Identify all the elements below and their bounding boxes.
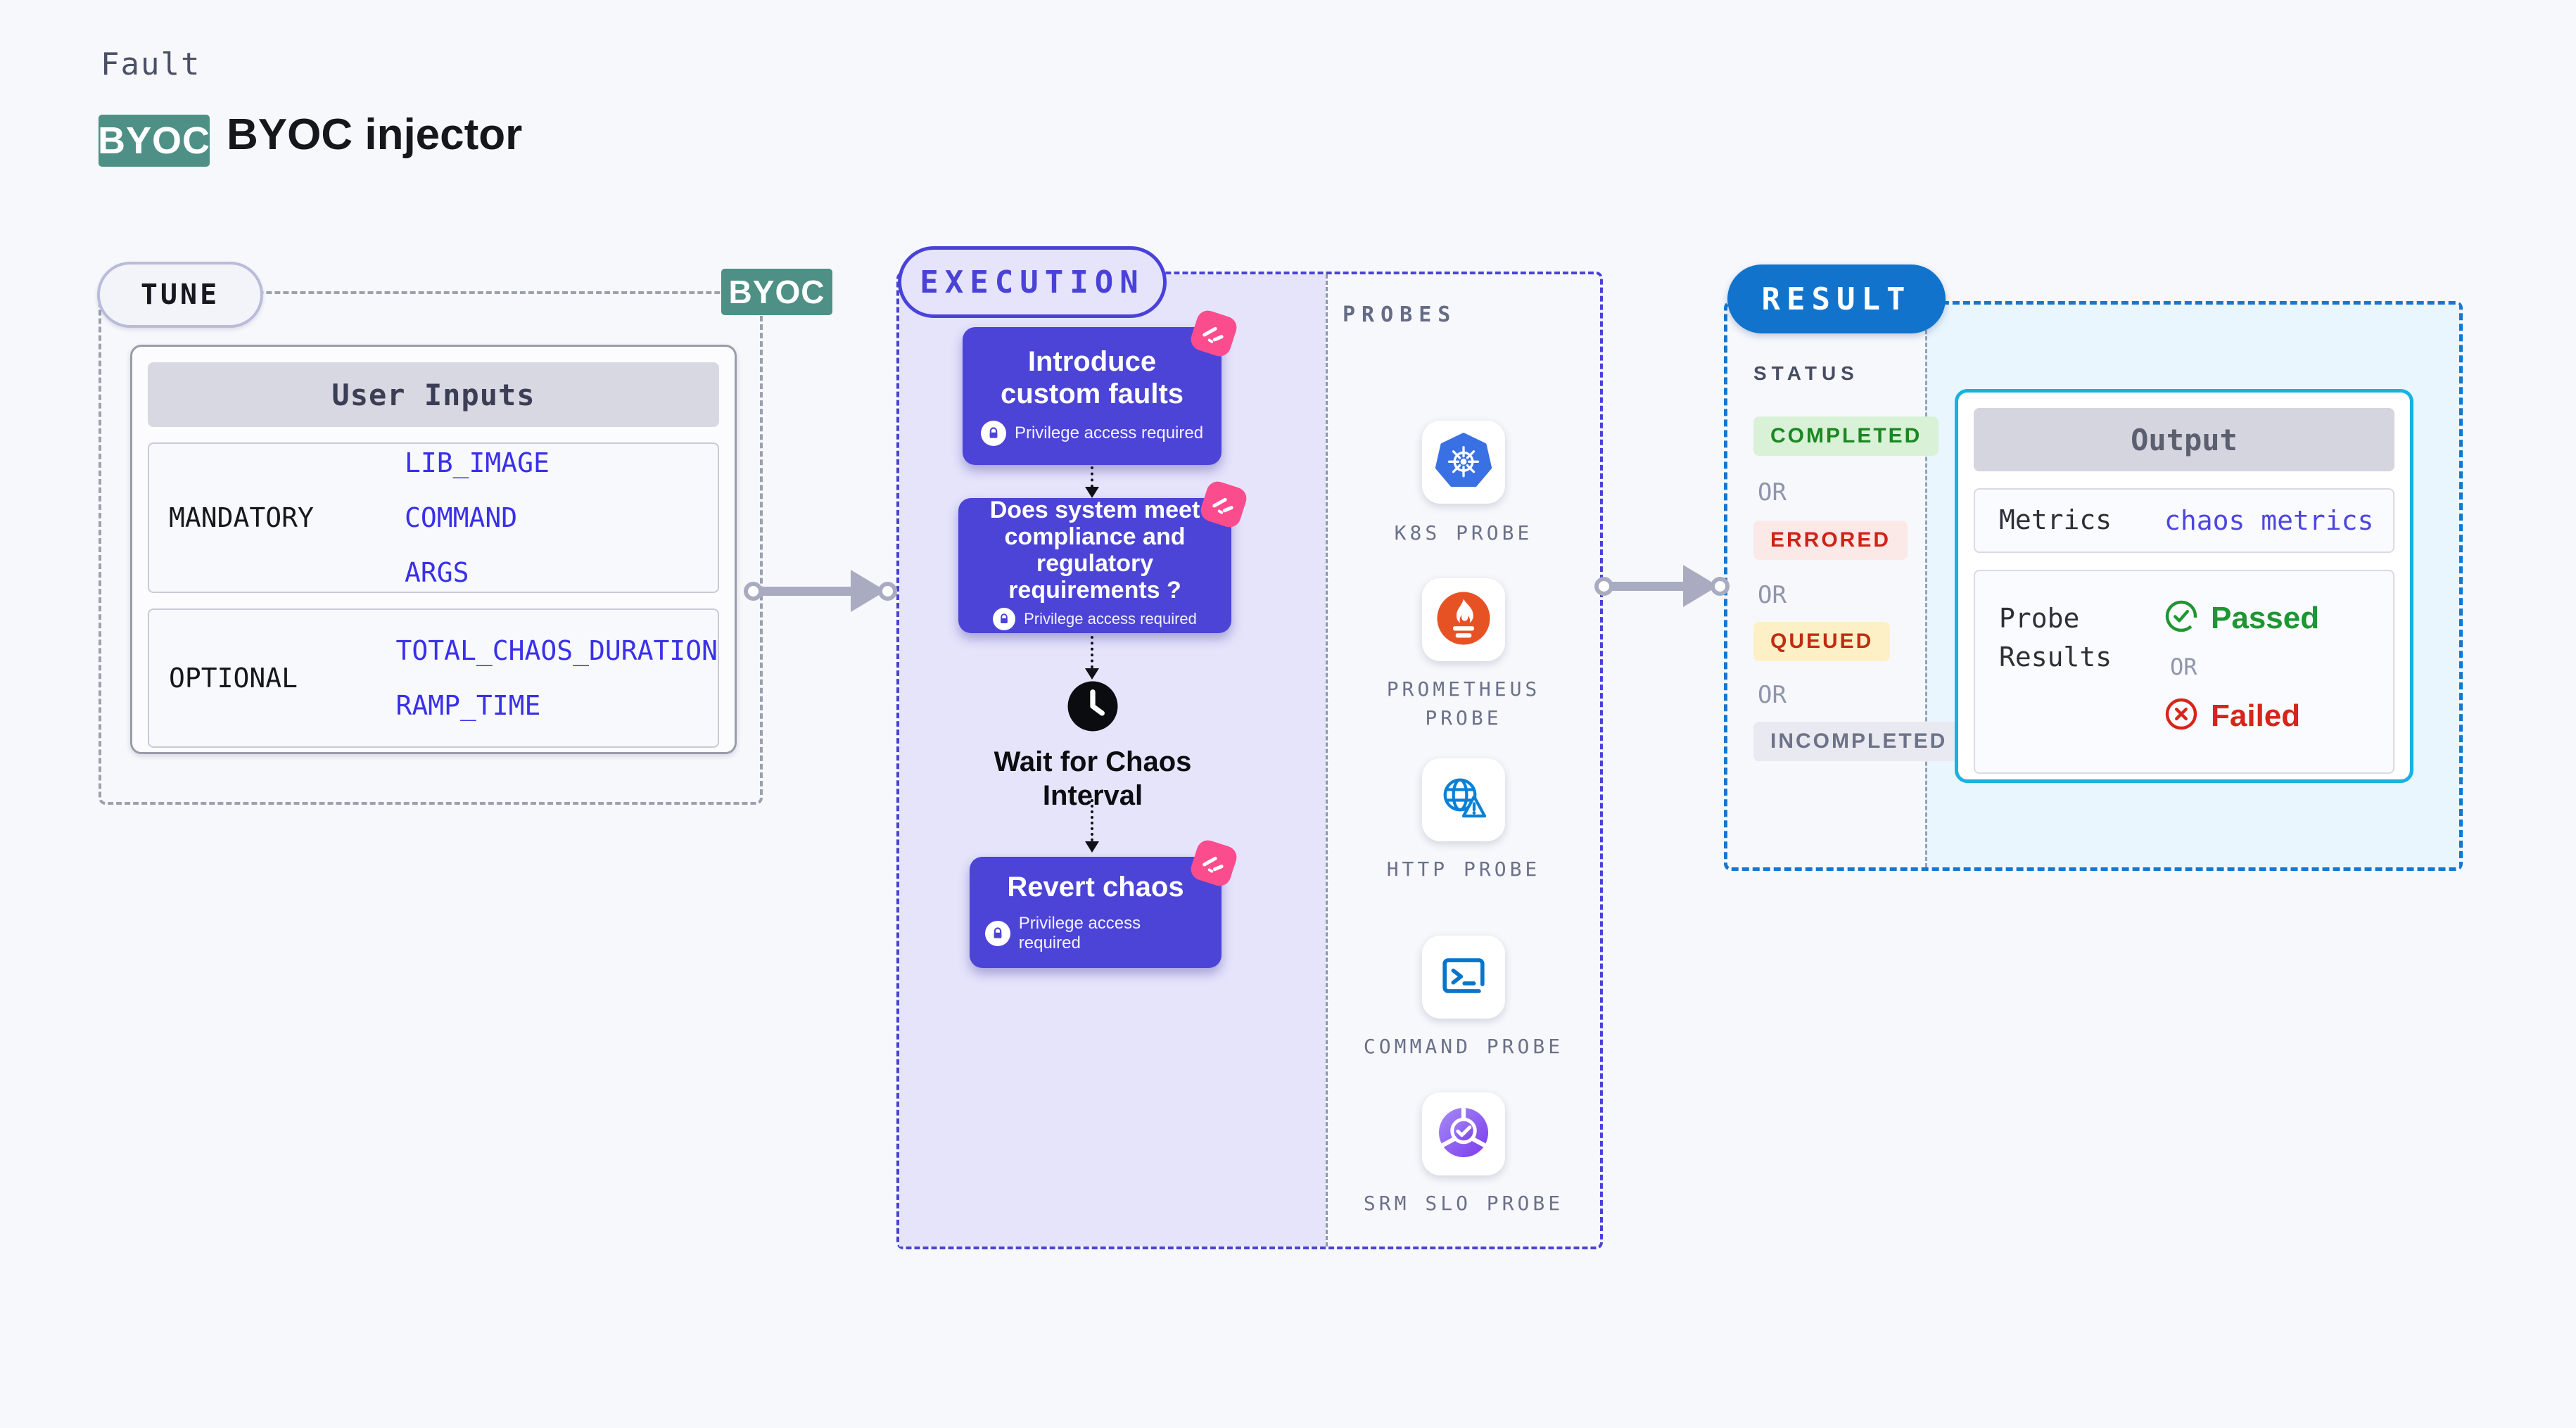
chaos-spark-icon [1188, 307, 1240, 359]
mandatory-values: LIB_IMAGE COMMAND ARGS [405, 447, 550, 588]
metrics-label: Metrics [1999, 504, 2112, 536]
step-title: Does system meet compliance and regulato… [989, 496, 1200, 604]
execution-probes-divider [1326, 274, 1328, 1247]
globe-alert-icon [1435, 770, 1492, 830]
step-title: Revert chaos [1007, 872, 1184, 903]
probe-label-k8s: K8S PROBE [1394, 521, 1533, 544]
arrow-start-node [744, 582, 763, 601]
probe-card-srm-slo [1422, 1092, 1505, 1175]
byoc-header-badge: BYOC [98, 115, 210, 167]
or-separator: OR [1758, 478, 1787, 506]
step-connector-arrowhead [1085, 487, 1099, 498]
probe-label-prometheus: PROMETHEUS PROBE [1386, 677, 1541, 729]
step-compliance-check: Does system meet compliance and regulato… [958, 478, 1250, 633]
execution-to-result-arrow [1594, 563, 1730, 608]
lock-icon [993, 608, 1016, 631]
privilege-text: Privilege access required [1014, 423, 1204, 442]
privilege-text: Privilege access required [1018, 913, 1141, 952]
step-connector-arrowhead [1085, 841, 1099, 853]
optional-row: OPTIONAL TOTAL_CHAOS_DURATION RAMP_TIME [148, 608, 719, 748]
or-separator: OR [1758, 681, 1787, 709]
fault-kicker: Fault [101, 46, 201, 82]
optional-label: OPTIONAL [169, 663, 298, 694]
probe-label-command: COMMAND PROBE [1363, 1035, 1564, 1058]
tune-dashed-container [99, 291, 763, 805]
probe-label-srm-slo: SRM SLO PROBE [1363, 1192, 1564, 1215]
status-badge-completed: COMPLETED [1753, 416, 1939, 456]
optional-values: TOTAL_CHAOS_DURATION RAMP_TIME [395, 635, 718, 721]
tune-to-execution-arrow [744, 568, 897, 613]
kubernetes-icon [1435, 432, 1492, 493]
arrow-end-node [878, 582, 897, 601]
step-introduce-custom-faults: Introduce custom faults Privilege access… [963, 307, 1240, 465]
wait-step-label: Wait for Chaos Interval [994, 746, 1192, 811]
passed-text: Passed [2211, 600, 2320, 635]
lock-icon [985, 920, 1010, 946]
output-title: Output [1974, 408, 2394, 471]
metrics-value: chaos metrics [2164, 505, 2374, 536]
privilege-note: Privilege access required [985, 914, 1206, 953]
arrow-start-node [1594, 577, 1613, 596]
arrow-shaft [1603, 582, 1704, 591]
probe-results-label: Probe Results [1999, 603, 2112, 673]
terminal-icon [1436, 948, 1491, 1007]
privilege-note: Privilege access required [993, 608, 1197, 631]
arrow-shaft [752, 587, 872, 596]
step-wait-for-chaos-interval: Wait for Chaos Interval [971, 680, 1214, 812]
probes-section-label: PROBES [1343, 302, 1457, 327]
user-inputs-title: User Inputs [148, 362, 719, 427]
step-connector-arrowhead [1085, 668, 1099, 680]
env-var: ARGS [405, 557, 469, 588]
chaos-spark-icon [1188, 837, 1240, 889]
mandatory-row: MANDATORY LIB_IMAGE COMMAND ARGS [148, 442, 719, 593]
env-var: TOTAL_CHAOS_DURATION [395, 635, 718, 666]
prometheus-icon [1435, 590, 1492, 650]
step-title: Introduce custom faults [1000, 346, 1184, 409]
passed-line: Passed [2164, 599, 2319, 637]
chaos-spark-icon [1198, 478, 1250, 530]
or-separator: OR [2170, 654, 2197, 680]
step-connector [1091, 466, 1093, 487]
status-badge-errored: ERRORED [1753, 521, 1908, 560]
result-divider [1925, 305, 1927, 867]
probe-card-http [1422, 758, 1505, 841]
clock-icon [1066, 680, 1119, 737]
output-card: Output Metrics chaos metrics Probe Resul… [1955, 389, 2413, 783]
probe-results-row: Probe Results Passed OR Failed [1974, 570, 2394, 774]
user-inputs-card: User Inputs MANDATORY LIB_IMAGE COMMAND … [130, 345, 737, 754]
arrow-end-node [1711, 577, 1730, 596]
status-section-label: STATUS [1753, 362, 1859, 384]
env-var: COMMAND [405, 502, 518, 533]
result-stage-pill: RESULT [1727, 264, 1946, 333]
check-circle-icon [2164, 599, 2198, 637]
metrics-row: Metrics chaos metrics [1974, 488, 2394, 553]
probe-card-prometheus [1422, 578, 1505, 661]
probe-label-http: HTTP PROBE [1386, 858, 1541, 881]
step-connector [1091, 636, 1093, 668]
status-badge-incompleted: INCOMPLETED [1753, 722, 1965, 761]
status-badge-queued: QUEUED [1753, 622, 1891, 661]
slo-check-icon [1435, 1104, 1492, 1164]
byoc-corner-badge: BYOC [721, 269, 832, 315]
env-var: LIB_IMAGE [405, 447, 550, 478]
mandatory-label: MANDATORY [169, 502, 314, 533]
failed-line: Failed [2164, 697, 2319, 734]
failed-text: Failed [2211, 698, 2301, 733]
or-separator: OR [1758, 581, 1787, 609]
x-circle-icon [2164, 697, 2198, 734]
probe-card-command [1422, 936, 1505, 1019]
privilege-text: Privilege access required [1024, 610, 1197, 628]
probe-card-k8s [1422, 421, 1505, 504]
execution-stage-pill: EXECUTION [898, 246, 1167, 318]
privilege-note: Privilege access required [980, 420, 1204, 446]
step-revert-chaos: Revert chaos Privilege access required [970, 837, 1240, 968]
probe-results-values: Passed OR Failed [2164, 599, 2319, 772]
lock-icon [980, 420, 1006, 446]
env-var: RAMP_TIME [395, 690, 541, 721]
page-title: BYOC injector [227, 110, 523, 159]
step-connector [1091, 799, 1093, 841]
tune-stage-pill: TUNE [97, 262, 263, 328]
